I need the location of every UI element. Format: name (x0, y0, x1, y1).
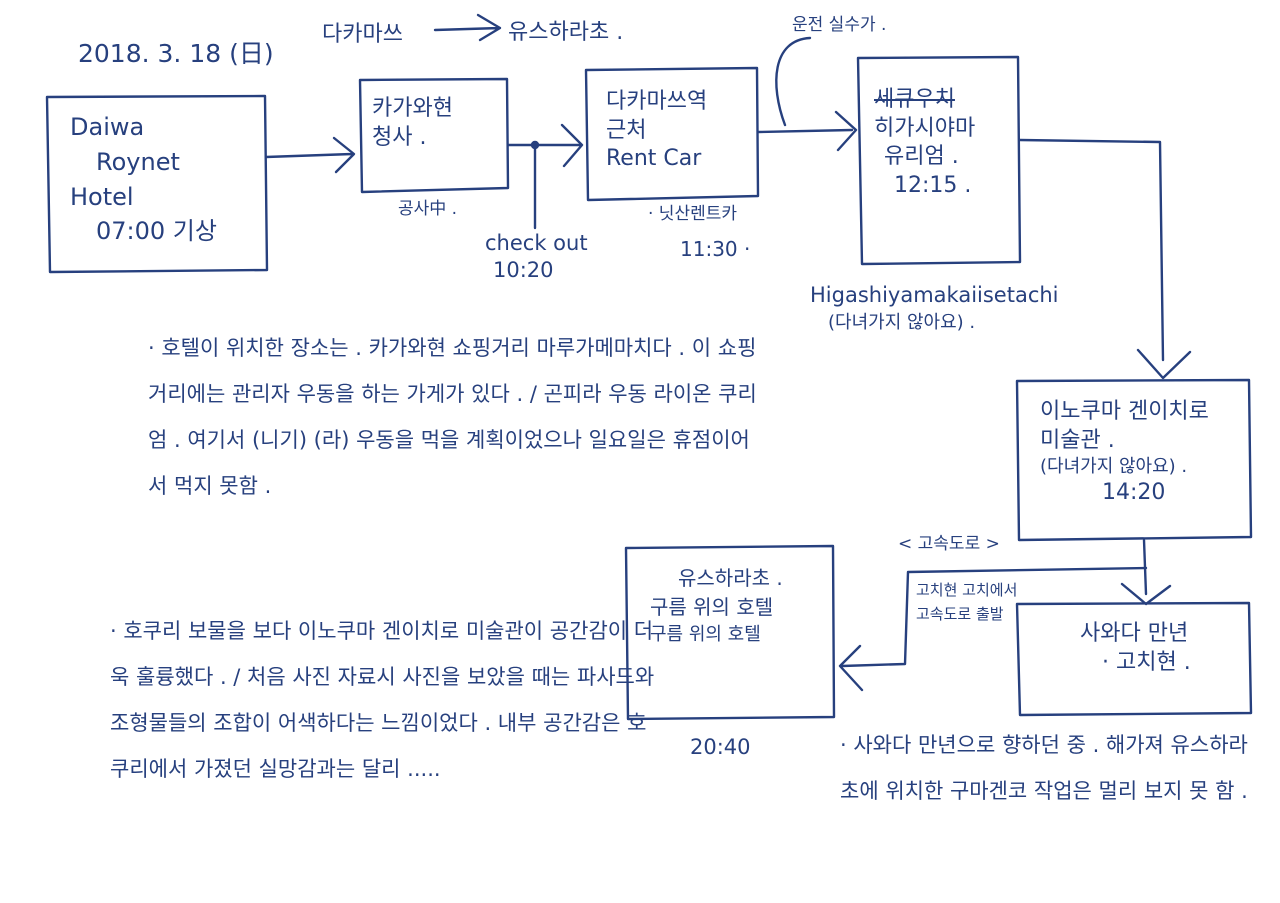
kochi-pass-2: 고속도로 출발 (916, 605, 1004, 623)
higashiyama-node: 세큐우치 히가시야마 유리엄 . 12:15 . (874, 86, 1014, 200)
sawada-line-1: 사와다 만년 (1080, 621, 1189, 646)
higashiyama-line-1: 히가시야마 (874, 115, 976, 141)
hotel-node: Daiwa Roynet Hotel 07:00 기상 (70, 110, 260, 249)
higashiyama-caption-1: Higashiyamakaiisetachi (810, 283, 1059, 307)
hotel-line-1: Daiwa (70, 113, 145, 141)
checkout-word: check out (485, 231, 588, 255)
kagawa-node: 카가와현 청사 . (372, 95, 502, 152)
kagawa-note: 공사中 . (398, 199, 458, 219)
highway-return-arrow (838, 566, 1148, 692)
takamatsu-line-3: Rent Car (606, 146, 702, 172)
drive-note: · 사와다 만년으로 향하던 중 . 해가져 유스하라초에 위치한 구마겐코 작… (840, 733, 1248, 803)
hotel-line-2: Roynet (96, 147, 180, 176)
sawada-box (1015, 601, 1253, 717)
hotel-box (45, 94, 269, 274)
trip-date: 2018. 3. 18 (日) (78, 39, 274, 68)
kagawa-takamatsu-arrow (506, 123, 584, 168)
yusuhara-line-2: 구름 위의 호텔 (650, 595, 774, 619)
kochi-pass-1: 고치현 고치에서 (916, 581, 1018, 599)
kochi-pass: 고치현 고치에서 고속도로 출발 (916, 578, 1017, 626)
museum-note: · 호쿠리 보물을 보다 이노쿠마 겐이치로 미술관이 공간감이 더욱 훌륭했다… (110, 619, 655, 781)
higashiyama-line-2: 유리엄 . (884, 144, 959, 170)
yusuhara-line-3: 구름 위의 호텔 (650, 624, 761, 645)
route-origin: 다카마쓰 (322, 22, 403, 47)
takamatsu-higashiyama-arrow (756, 110, 858, 152)
higashiyama-inokuma-arrow (1018, 138, 1192, 380)
takamatsu-box (584, 66, 760, 202)
kagawa-line-2: 청사 . (372, 124, 427, 150)
hotel-wakeup: 07:00 기상 (96, 217, 217, 246)
yusuhara-line-1: 유스하라초 . (678, 566, 783, 590)
higashiyama-time: 12:15 . (894, 172, 972, 198)
hotel-note: · 호텔이 위치한 장소는 . 카가와현 쇼핑거리 마루가메마치다 . 이 쇼핑… (148, 336, 757, 498)
takamatsu-line-2: 근처 (606, 117, 647, 143)
inokuma-time: 14:20 (1102, 479, 1166, 505)
sawada-line-2: · 고치현 . (1102, 649, 1191, 675)
yusuhara-time: 20:40 (690, 735, 751, 759)
higashiyama-caption-2: (다녀가지 않아요) . (828, 312, 976, 334)
inokuma-node: 이노쿠마 겐이치로 미술관 . (다녀가지 않아요) . 14:20 (1040, 398, 1246, 507)
kagawa-box (358, 77, 510, 194)
inokuma-sawada-arrow (1120, 538, 1172, 606)
checkout-time: 10:20 (493, 258, 554, 283)
detour-label: 운전 실수가 . (792, 15, 887, 35)
rental-label: · 닛산렌트카 (648, 204, 738, 224)
header-arrow (433, 13, 502, 42)
inokuma-line-2: 미술관 . (1040, 427, 1115, 453)
takamatsu-line-1: 다카마쓰역 (606, 89, 708, 114)
hotel-kagawa-arrow (264, 136, 356, 174)
inokuma-box (1015, 378, 1253, 542)
yusuhara-node: 유스하라초 . 구름 위의 호텔 구름 위의 호텔 (650, 564, 830, 648)
checkout-label: check out 10:20 (485, 230, 588, 285)
detour-loop (775, 36, 812, 127)
higashiyama-caption: Higashiyamakaiisetachi (다녀가지 않아요) . (810, 280, 1059, 337)
higashiyama-box (856, 55, 1022, 266)
highway-label: < 고속도로 > (898, 534, 1000, 554)
higashiyama-struck: 세큐우치 (874, 87, 955, 112)
hotel-line-3: Hotel (70, 182, 134, 211)
inokuma-line-1: 이노쿠마 겐이치로 (1040, 399, 1209, 424)
inokuma-line-3: (다녀가지 않아요) . (1040, 456, 1188, 478)
kagawa-line-1: 카가와현 (372, 96, 453, 121)
rental-time: 11:30 · (680, 237, 751, 261)
route-destination: 유스하라초 . (508, 20, 624, 45)
takamatsu-node: 다카마쓰역 근처 Rent Car (606, 88, 754, 174)
sawada-node: 사와다 만년 · 고치현 . (1080, 620, 1240, 677)
yusuhara-box (624, 544, 836, 721)
